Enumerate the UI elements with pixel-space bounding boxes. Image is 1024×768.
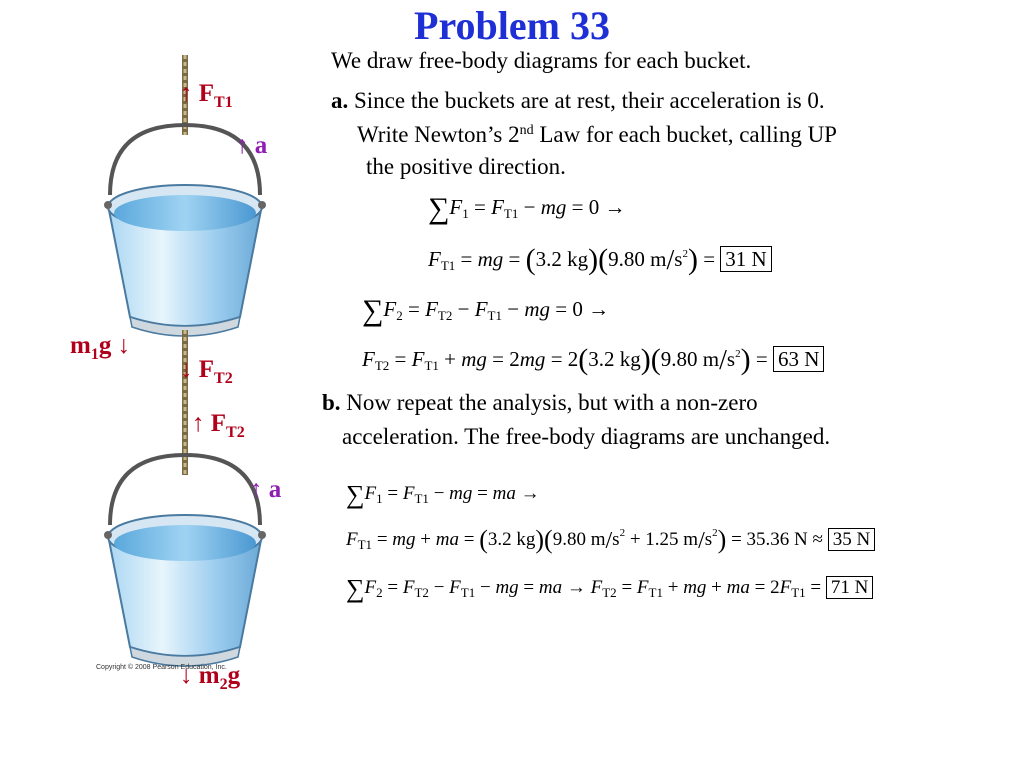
equation-b1: ∑F1 = FT1 − mg = ma → — [346, 480, 540, 509]
label-m1g: m1g ↓ — [70, 332, 131, 363]
part-a-line2: Write Newton’s 2nd Law for each bucket, … — [357, 122, 837, 148]
label-ft1: ↑ FT1 — [180, 80, 233, 111]
part-b-label: b. — [322, 390, 341, 415]
copyright-text: Copyright © 2008 Pearson Education, Inc. — [96, 664, 227, 671]
part-a-line2-pre: Write Newton’s 2 — [357, 122, 520, 147]
equation-a3: ∑F2 = FT2 − FT1 − mg = 0 → — [362, 294, 610, 327]
sum-symbol: ∑ — [428, 192, 450, 225]
part-a-line2-post: Law for each bucket, calling UP — [533, 122, 837, 147]
arrow-up-icon: ↑ — [236, 132, 249, 159]
equation-b3: ∑F2 = FT2 − FT1 − mg = ma → FT2 = FT1 + … — [346, 570, 874, 603]
result-box-35n: 35 N — [827, 528, 876, 551]
equation-a4: FT2 = FT1 + mg = 2mg = 2(3.2 kg)(9.80 m/… — [362, 340, 825, 376]
arrow-down-icon: ↓ — [180, 356, 193, 383]
equation-a1: ∑F1 = FT1 − mg = 0 → — [428, 192, 626, 225]
part-a-text: Since the buckets are at rest, their acc… — [354, 88, 825, 113]
part-a-line3: the positive direction. — [366, 154, 566, 179]
buckets-illustration — [104, 55, 266, 667]
arrow-down-icon: ↓ — [117, 332, 131, 359]
label-m2g: ↓ m2g — [180, 662, 241, 693]
page-title: Problem 33 — [414, 3, 610, 48]
part-b-text: Now repeat the analysis, but with a non-… — [346, 390, 758, 415]
intro-text: We draw free-body diagrams for each buck… — [331, 48, 752, 73]
part-a-line1: a. Since the buckets are at rest, their … — [331, 88, 825, 114]
result-box-63n: 63 N — [772, 346, 825, 372]
part-a-line2-sup: nd — [519, 123, 534, 138]
bucket-handle-top — [108, 122, 262, 196]
result-box-71n: 71 N — [825, 576, 874, 599]
bucket-top — [104, 122, 266, 337]
arrow-up-icon: ↑ — [250, 476, 263, 503]
bucket-bottom — [104, 452, 266, 667]
label-a-bottom: ↑ a — [250, 476, 282, 503]
result-box-31n: 31 N — [720, 246, 772, 272]
arrow-up-icon: ↑ — [192, 410, 205, 437]
equation-b2: FT1 = mg + ma = (3.2 kg)(9.80 m/s2 + 1.2… — [346, 522, 876, 554]
arrow-down-icon: ↓ — [180, 662, 193, 689]
label-ft2-down: ↓ FT2 — [180, 356, 233, 387]
part-b-line1: b. Now repeat the analysis, but with a n… — [322, 390, 758, 416]
label-ft2-up: ↑ FT2 — [192, 410, 245, 441]
label-a-top: ↑ a — [236, 132, 268, 159]
bucket-handle-bottom — [108, 452, 262, 526]
equation-a2: FT1 = mg = (3.2 kg)(9.80 m/s2) = 31 N — [428, 240, 772, 276]
part-a-label: a. — [331, 88, 349, 113]
part-b-line2: acceleration. The free-body diagrams are… — [342, 424, 831, 449]
arrow-up-icon: ↑ — [180, 80, 193, 107]
